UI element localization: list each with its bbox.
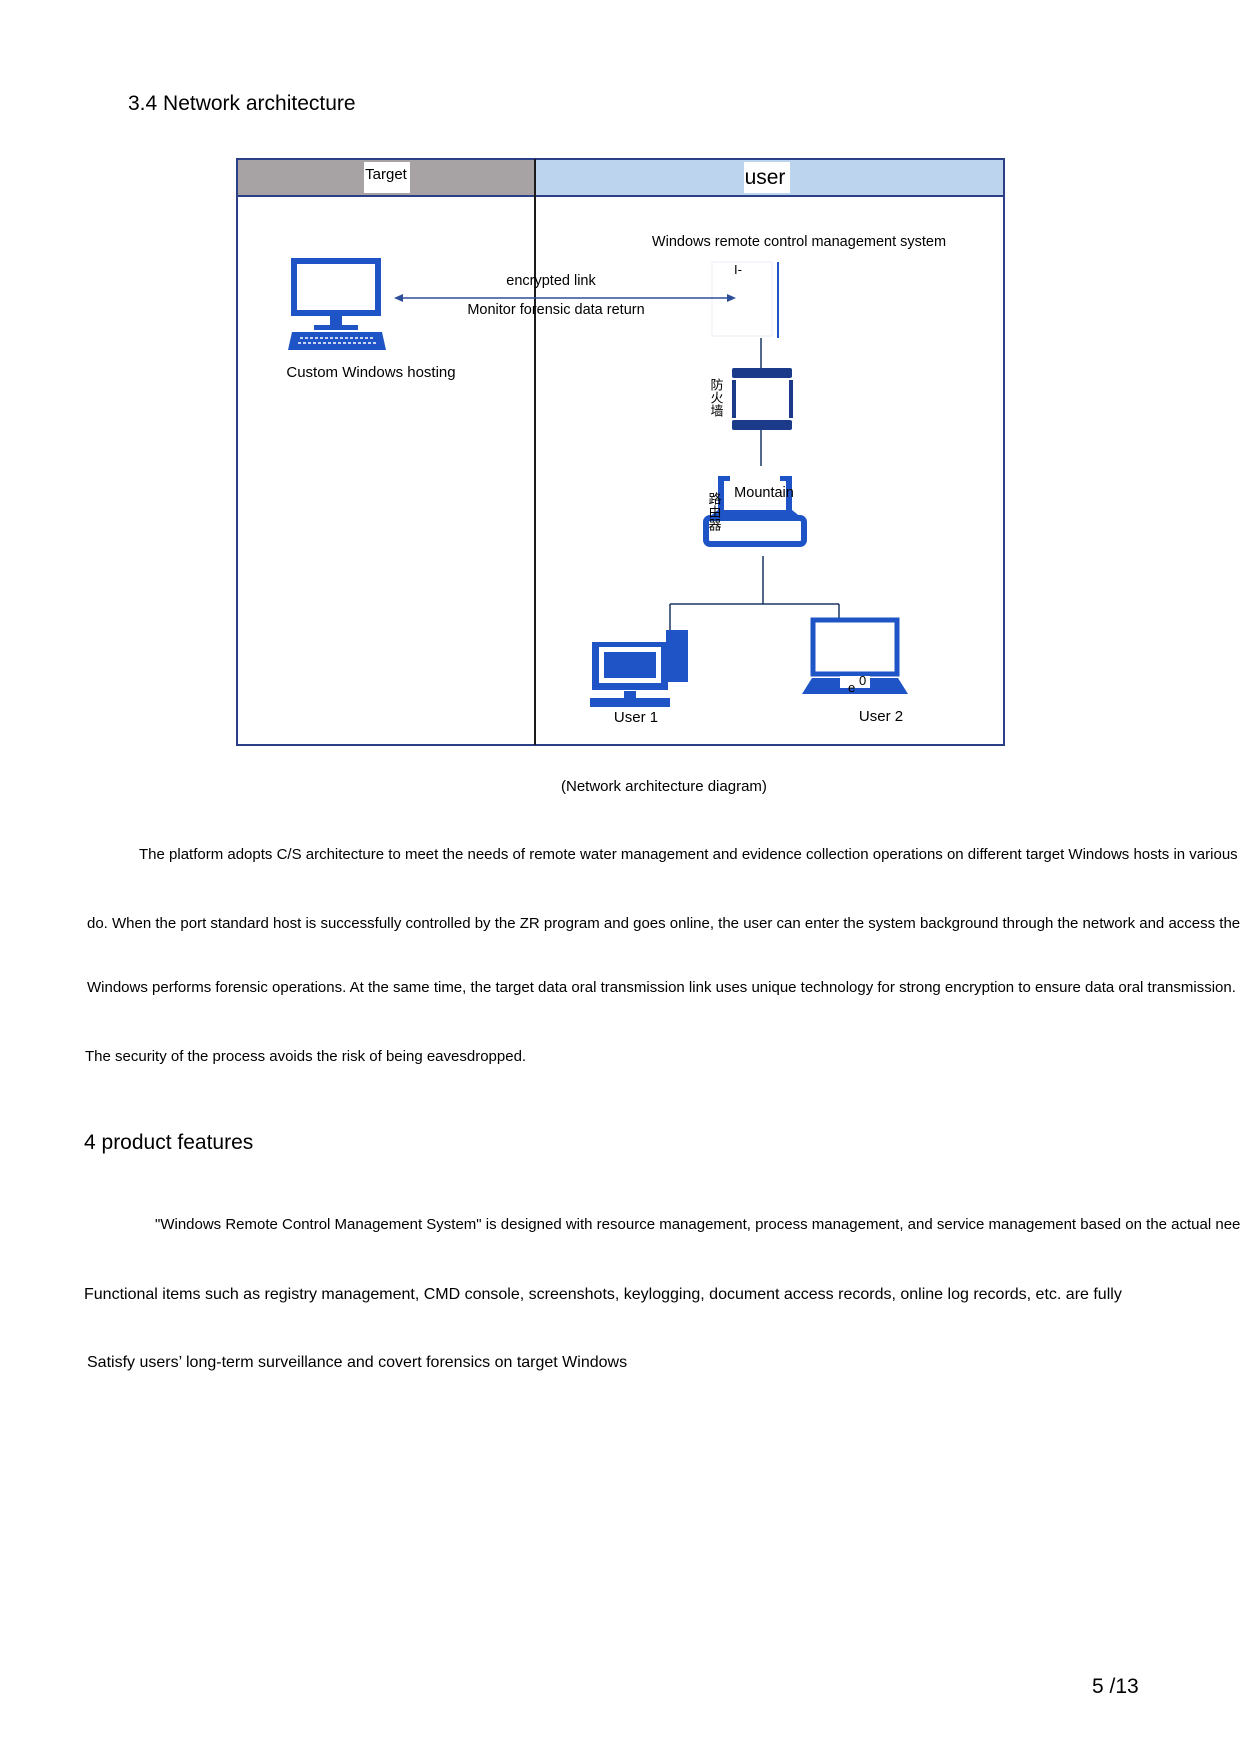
target-host-monitor-icon bbox=[288, 258, 386, 350]
paragraph2-line: "Windows Remote Control Management Syste… bbox=[155, 1216, 1240, 1233]
user2-laptop-icon bbox=[802, 617, 908, 694]
router-icon bbox=[703, 476, 807, 547]
user1-label: User 1 bbox=[614, 709, 658, 726]
router-overlay-label: Mountain bbox=[734, 485, 794, 501]
page-number: 5 /13 bbox=[1092, 1675, 1139, 1698]
diagram-frame bbox=[236, 158, 1005, 746]
router-label: 路由器 bbox=[707, 491, 722, 532]
link-label-bottom: Monitor forensic data return bbox=[467, 302, 644, 318]
target-header-label: Target bbox=[365, 166, 408, 183]
svg-text:I-: I- bbox=[734, 262, 742, 277]
server-icon: I- bbox=[711, 261, 779, 338]
encrypted-link-arrow bbox=[394, 294, 736, 302]
system-label: Windows remote control management system bbox=[652, 234, 946, 250]
paragraph2-line: Satisfy users’ long-term surveillance an… bbox=[87, 1354, 628, 1371]
link-label-top: encrypted link bbox=[506, 273, 596, 289]
user-header-label: user bbox=[745, 166, 786, 189]
paragraph1-line: do. When the port standard host is succe… bbox=[87, 915, 1240, 932]
user2-screen-text: e bbox=[848, 680, 855, 695]
paragraph2-line: Functional items such as registry manage… bbox=[84, 1286, 1122, 1303]
user2-label: User 2 bbox=[859, 708, 903, 725]
paragraph1-line: The security of the process avoids the r… bbox=[85, 1048, 527, 1065]
target-host-label: Custom Windows hosting bbox=[286, 364, 455, 381]
paragraph1-line: The platform adopts C/S architecture to … bbox=[139, 846, 1240, 863]
firewall-icon bbox=[732, 368, 793, 430]
section-heading: 3.4 Network architecture bbox=[128, 92, 356, 115]
firewall-label: 防火墙 bbox=[709, 377, 724, 417]
network-architecture-diagram: Target user Windows remote control manag… bbox=[236, 158, 1005, 746]
user1-desktop-icon bbox=[590, 630, 688, 707]
paragraph1-line: Windows performs forensic operations. At… bbox=[87, 979, 1236, 996]
diagram-caption: (Network architecture diagram) bbox=[561, 778, 767, 795]
section2-heading: 4 product features bbox=[84, 1131, 254, 1154]
user2-screen-digit: 0 bbox=[859, 673, 866, 688]
